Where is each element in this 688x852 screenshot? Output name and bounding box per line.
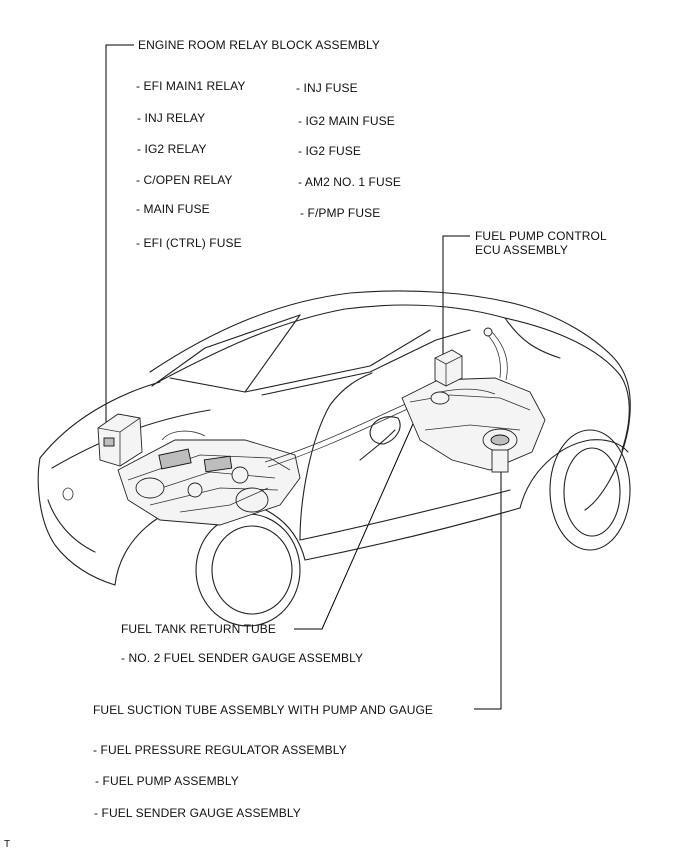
- fuel-sender-gauge-label: - FUEL SENDER GAUGE ASSEMBLY: [94, 806, 301, 820]
- fuel-pressure-regulator-label: - FUEL PRESSURE REGULATOR ASSEMBLY: [93, 743, 347, 757]
- ig2-fuse-label: - IG2 FUSE: [298, 144, 362, 158]
- no2-fuel-sender-gauge-label: - NO. 2 FUEL SENDER GAUGE ASSEMBLY: [121, 651, 364, 665]
- fuel-suction-tube-title: FUEL SUCTION TUBE ASSEMBLY WITH PUMP AND…: [93, 703, 434, 717]
- filler-tube: [483, 327, 508, 381]
- fuel-pump-ecu-title-line1: FUEL PUMP CONTROL: [475, 229, 607, 243]
- f-pmp-fuse-label: - F/PMP FUSE: [300, 206, 381, 220]
- fuel-tank: [401, 377, 546, 473]
- ig2-main-fuse-label: - IG2 MAIN FUSE: [298, 114, 395, 128]
- efi-main1-relay-label: - EFI MAIN1 RELAY: [136, 79, 246, 93]
- corner-mark: T: [4, 839, 11, 850]
- fuel-pump-ecu: [434, 349, 463, 387]
- inj-fuse-label: - INJ FUSE: [296, 81, 358, 95]
- suction-tube-leader: [474, 460, 502, 710]
- engine-room-leader: [105, 44, 134, 430]
- c-open-relay-label: - C/OPEN RELAY: [136, 173, 233, 187]
- main-fuse-label: - MAIN FUSE: [136, 202, 210, 216]
- leader-lines: [105, 44, 502, 710]
- engine-room-relay-block-title: ENGINE ROOM RELAY BLOCK ASSEMBLY: [138, 38, 380, 52]
- fuel-lines: [264, 401, 413, 468]
- inj-relay-label: - INJ RELAY: [137, 111, 206, 125]
- ecu-leader: [442, 235, 470, 356]
- return-tube-leader: [294, 389, 429, 630]
- efi-ctrl-fuse-label: - EFI (CTRL) FUSE: [136, 236, 242, 250]
- fuel-pump-assembly-label: - FUEL PUMP ASSEMBLY: [95, 774, 239, 788]
- engine-assembly: [117, 430, 301, 526]
- relay-block: [97, 413, 143, 467]
- ig2-relay-label: - IG2 RELAY: [137, 142, 207, 156]
- am2-no1-fuse-label: - AM2 NO. 1 FUSE: [298, 175, 401, 189]
- fuel-pump-ecu-title-line2: ECU ASSEMBLY: [475, 243, 569, 257]
- fuel-tank-return-tube-title: FUEL TANK RETURN TUBE: [121, 622, 277, 636]
